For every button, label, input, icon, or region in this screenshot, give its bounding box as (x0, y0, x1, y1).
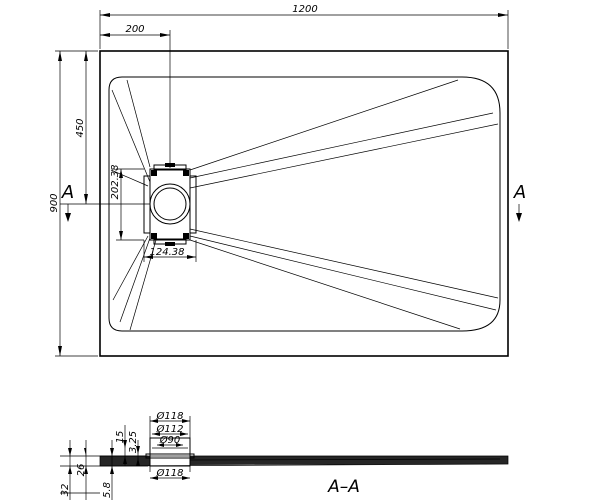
dim-label-124-38: 124.38 (150, 247, 185, 258)
h-3-25-label: 3.25 (128, 431, 139, 453)
dim-drain-width: 124.38 (143, 240, 197, 262)
drain-outer-circle (149, 183, 191, 225)
section-marker-right-label: A (513, 182, 526, 203)
dia-90-label: Ø90 (159, 434, 181, 446)
dim-label-200: 200 (125, 24, 144, 35)
dia-118-bottom-label: Ø118 (156, 467, 184, 479)
section-marker-right: A (513, 182, 526, 222)
h-5-8-label: 5.8 (102, 482, 113, 498)
dia-118-top-label: Ø118 (156, 410, 184, 422)
dim-drain-offset-x: 200 (100, 24, 171, 168)
tray-outline (99, 50, 509, 357)
dim-label-202-38: 202.38 (110, 165, 121, 200)
h-15-label: 15 (115, 431, 126, 444)
dim-label-450: 450 (75, 118, 86, 137)
h-32-label: 32 (60, 484, 71, 497)
slope-lines (110, 79, 499, 331)
dia-112-label: Ø112 (156, 423, 184, 435)
dim-drain-offset-y: 450 (60, 51, 150, 205)
section-label: A–A (327, 477, 360, 497)
section-view: Ø118 Ø112 Ø90 Ø118 32 26 5.8 15 (60, 410, 509, 500)
dim-drain-height: 202.38 (110, 165, 144, 241)
drain-inner-circle (153, 187, 187, 221)
basin-outline (108, 76, 501, 332)
dim-overall-width: 1200 (99, 4, 509, 49)
section-marker-left: A (61, 182, 74, 222)
drain-unit (143, 163, 197, 246)
h-26-label: 26 (76, 464, 87, 477)
dim-label-1200: 1200 (292, 4, 317, 15)
drain-section-body (149, 437, 191, 467)
plan-view: 1200 200 900 450 (49, 4, 526, 357)
dim-overall-depth: 900 (49, 50, 98, 357)
dim-label-900: 900 (49, 193, 60, 212)
section-marker-left-label: A (61, 182, 74, 203)
drain-body (149, 168, 191, 241)
